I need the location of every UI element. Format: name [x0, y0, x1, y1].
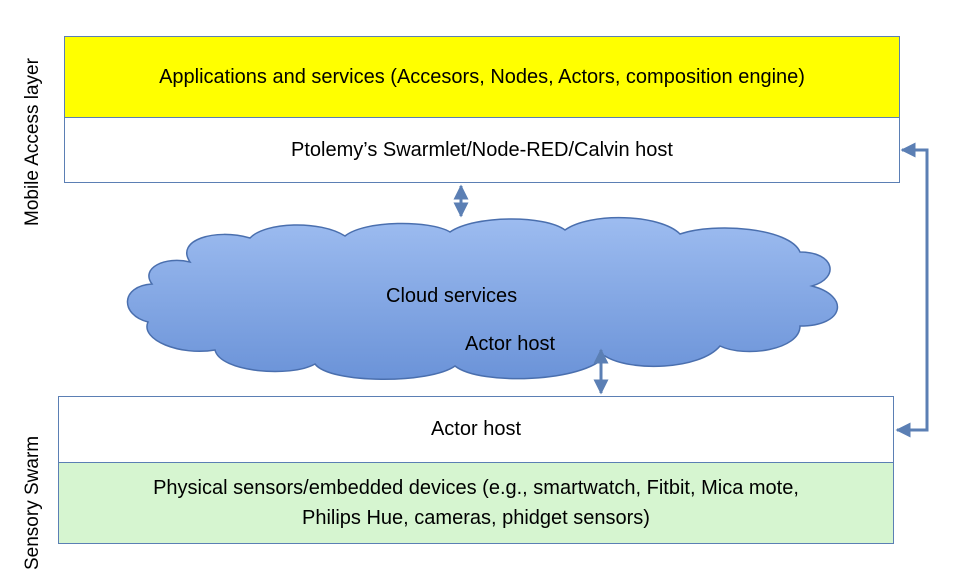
cloud-shape	[126, 217, 839, 380]
sensors-text-line2: Philips Hue, cameras, phidget sensors)	[302, 507, 650, 529]
actor-host-text: Actor host	[430, 418, 522, 440]
side-connector	[895, 142, 929, 438]
applications-box: Applications and services (Accesors, Nod…	[64, 36, 900, 118]
sensors-text-line1: Physical sensors/embedded devices (e.g.,…	[153, 477, 799, 499]
host-box: Ptolemy’s Swarmlet/Node-RED/Calvin host	[64, 117, 900, 183]
applications-text: Applications and services (Accesors, Nod…	[159, 65, 805, 88]
cloud-actor-host-label: Actor host	[465, 333, 556, 355]
actor-host-box: Actor host	[58, 396, 894, 463]
host-text: Ptolemy’s Swarmlet/Node-RED/Calvin host	[291, 138, 673, 161]
cloud-services-label: Cloud services	[386, 285, 518, 307]
sensors-box: Physical sensors/embedded devices (e.g.,…	[58, 462, 894, 544]
